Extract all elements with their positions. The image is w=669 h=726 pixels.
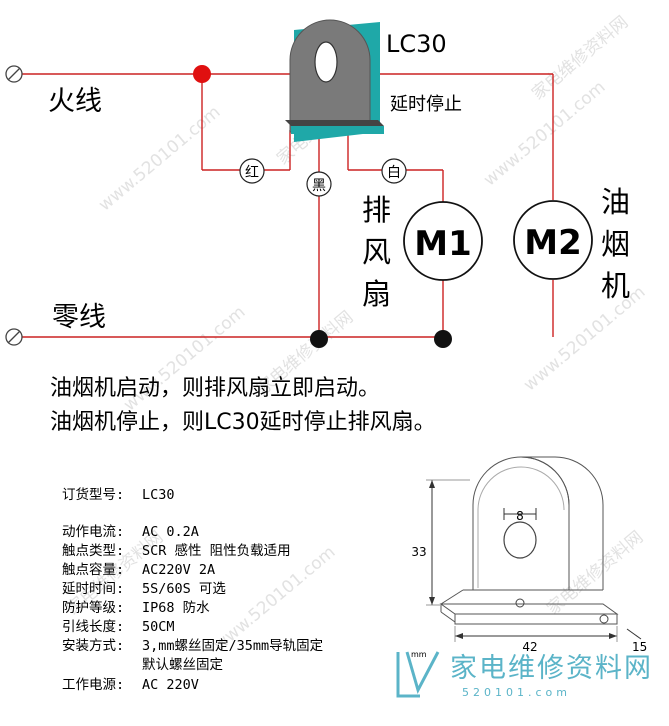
dim-width-label: 42 [522,640,537,654]
dim-depth-label: 15 [632,640,647,654]
spec-label: 触点容量: [62,562,125,578]
device-delay-label: 延时停止 [390,94,462,115]
spec-value: LC30 [142,487,175,503]
wire-tag-white: 白 [381,158,407,184]
neutral-junction-dot-2 [434,330,452,348]
spec-row: 延时时间: 5S/60S 可选 [62,577,226,597]
spec-value: IP68 防水 [142,600,210,616]
spec-value: AC220V 2A [142,562,216,578]
spec-row: 引线长度: 50CM [62,615,175,635]
spec-label: 防护等级: [62,600,125,616]
spec-value: AC 220V [142,677,199,693]
motor-m1-label: M1 [414,224,472,264]
spec-row: 动作电流: AC 0.2A [62,520,199,540]
description-line-1: 油烟机启动，则排风扇立即启动。 [50,376,381,401]
wire-tag-red: 红 [239,158,265,184]
hood-label-char: 烟 [601,227,630,261]
neutral-wire-label: 零线 [52,302,106,333]
wires [14,73,554,338]
spec-row: 安装方式: 3,mm螺丝固定/35mm导轨固定 [62,634,323,654]
motor-m2-label: M2 [524,223,582,263]
brand-name: 家电维修资料网 [450,653,653,684]
spec-label: 动作电流: [62,524,125,540]
dim-height-label: 33 [411,545,426,559]
spec-value: 50CM [142,619,175,635]
spec-value: 3,mm螺丝固定/35mm导轨固定 [142,638,324,654]
spec-order-model: 订货型号: LC30 [62,483,175,503]
wire-tag-black-label: 黑 [312,178,326,194]
description-line-2: 油烟机停止，则LC30延时停止排风扇。 [50,410,436,435]
dim-hole-label: 8 [516,509,524,523]
spec-install-extra: 默认螺丝固定 [142,657,223,673]
spec-value: 5S/60S 可选 [142,581,226,597]
motor-m2: M2 [513,200,593,280]
device-label: LC30 [386,30,447,58]
wire-tag-black: 黑 [306,171,332,197]
motor-m1: M1 [403,201,483,281]
spec-power: 工作电源: AC 220V [62,673,199,693]
spec-value: SCR 感性 阻性负载适用 [142,543,291,559]
fan-label-char: 排 [362,193,391,227]
lc30-device [285,19,384,142]
spec-row: 防护等级: IP68 防水 [62,596,210,616]
brand-url: 520101.com [462,686,571,699]
spec-row: 触点类型: SCR 感性 阻性负载适用 [62,539,291,559]
fan-label-char: 风 [362,235,391,269]
live-junction-dot [193,65,211,83]
spec-label: 订货型号: [62,487,125,503]
hood-label-char: 油 [601,185,630,219]
fan-label: 排 风 扇 [362,193,391,311]
spec-value: AC 0.2A [142,524,199,540]
spec-label: 触点类型: [62,543,125,559]
hood-label: 油 烟 机 [601,185,630,303]
live-wire-label: 火线 [48,86,102,117]
spec-label: 工作电源: [62,677,125,693]
spec-row: 触点容量: AC220V 2A [62,558,215,578]
spec-label: 引线长度: [62,619,125,635]
brand-logo-icon [396,651,440,698]
spec-label: 延时时间: [62,581,125,597]
neutral-terminal [5,328,23,346]
wire-tag-white-label: 白 [387,165,401,181]
technical-drawing [426,456,642,642]
wire-tag-red-label: 红 [245,165,259,181]
live-terminal [5,65,23,83]
fan-label-char: 扇 [362,277,391,311]
dim-unit-label: mm [411,650,427,659]
neutral-junction-dot-1 [310,330,328,348]
hood-label-char: 机 [601,269,630,303]
spec-label: 安装方式: [62,638,125,654]
